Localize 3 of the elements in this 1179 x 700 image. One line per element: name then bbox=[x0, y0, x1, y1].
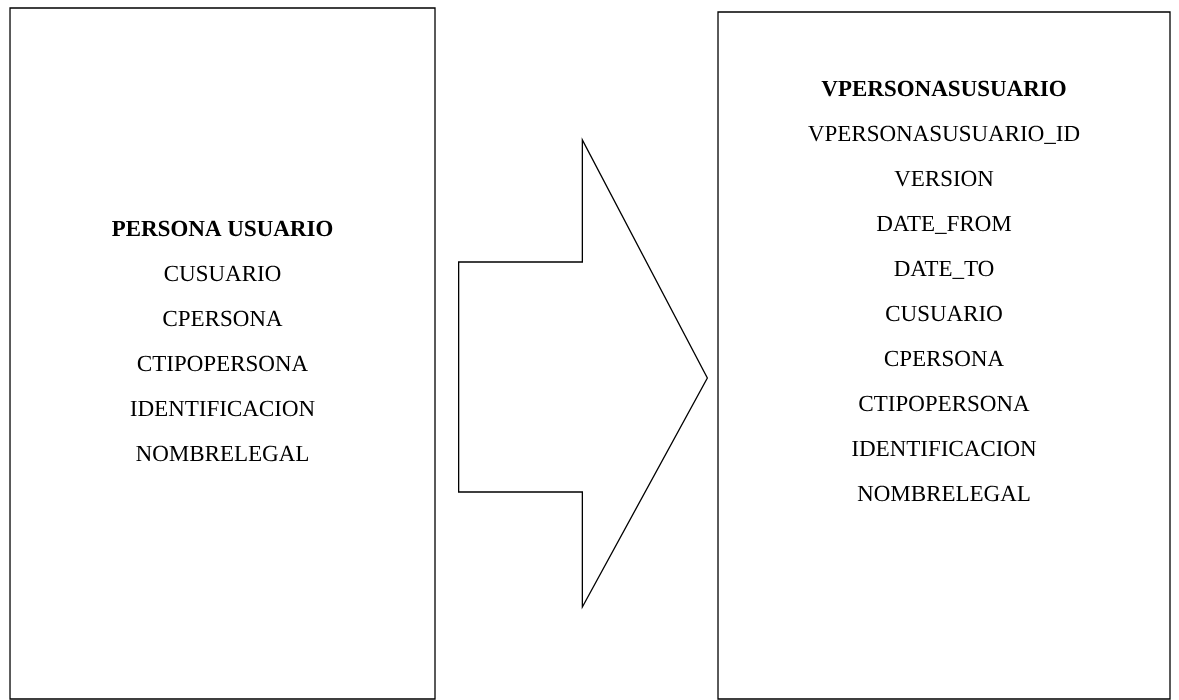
block-arrow bbox=[458, 137, 709, 610]
table-box: PERSONA USUARIO CUSUARIO CPERSONA CTIPOPERSONA IDENTIFICACION NOMBRELEGAL bbox=[9, 7, 436, 700]
table-box: VPERSONASUSUARIO VPERSONASUSUARIO_ID VERSION DATE_FROM DATE_TO CUSUARIO CPERSONA CTIPOPERSONA IDENTIFICACION NOMBRELEGAL bbox=[717, 11, 1171, 700]
